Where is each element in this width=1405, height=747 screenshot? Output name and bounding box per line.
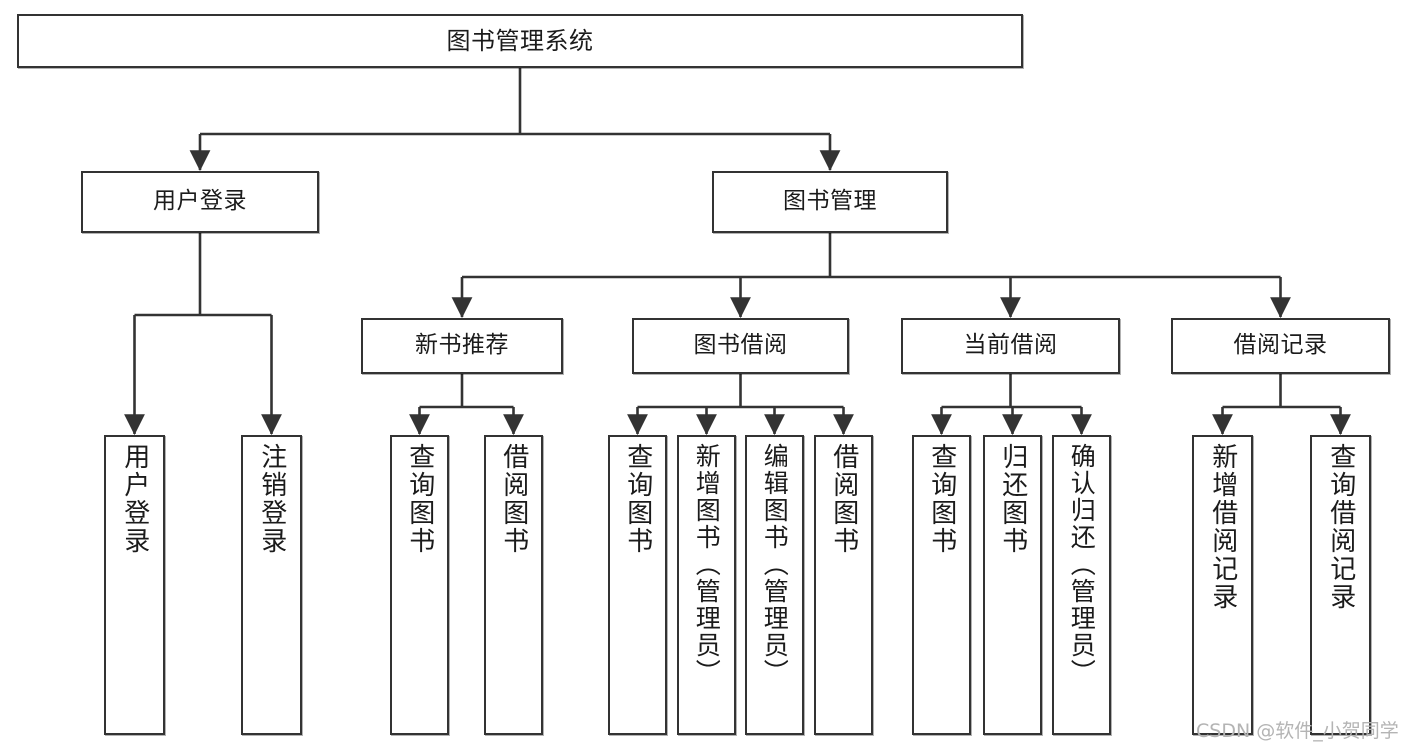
- node-label: 注销登录: [256, 443, 287, 555]
- node-leaf-add-borrow-record[interactable]: 新增借阅记录: [1192, 435, 1253, 735]
- node-label: 借阅记录: [1233, 332, 1328, 359]
- node-current-borrow[interactable]: 当前借阅: [901, 318, 1120, 374]
- node-label: 归还图书: [997, 443, 1028, 555]
- node-leaf-query-book-1[interactable]: 查询图书: [390, 435, 449, 735]
- node-leaf-query-book-3[interactable]: 查询图书: [912, 435, 971, 735]
- node-label: 新增图书（管理员）: [692, 443, 722, 686]
- node-label: 查询图书: [404, 443, 435, 555]
- node-label: 用户登录: [153, 188, 247, 215]
- node-borrow-record[interactable]: 借阅记录: [1171, 318, 1390, 374]
- node-leaf-confirm-return[interactable]: 确认归还（管理员）: [1052, 435, 1111, 735]
- node-leaf-add-book[interactable]: 新增图书（管理员）: [677, 435, 736, 735]
- node-label: 查询图书: [622, 443, 653, 555]
- node-label: 图书管理系统: [446, 26, 594, 55]
- node-leaf-borrow-book-2[interactable]: 借阅图书: [814, 435, 873, 735]
- node-label: 编辑图书（管理员）: [760, 443, 790, 686]
- node-book-manage[interactable]: 图书管理: [712, 171, 948, 233]
- node-leaf-logout[interactable]: 注销登录: [241, 435, 302, 735]
- node-book-borrow[interactable]: 图书借阅: [632, 318, 849, 374]
- node-label: 新增借阅记录: [1207, 443, 1238, 611]
- node-leaf-user-login[interactable]: 用户登录: [104, 435, 165, 735]
- node-label: 图书管理: [783, 188, 877, 215]
- node-label: 图书借阅: [693, 332, 788, 359]
- node-new-book-recommend[interactable]: 新书推荐: [361, 318, 563, 374]
- node-root-book-management-system[interactable]: 图书管理系统: [17, 14, 1023, 68]
- node-leaf-borrow-book-1[interactable]: 借阅图书: [484, 435, 543, 735]
- node-leaf-query-book-2[interactable]: 查询图书: [608, 435, 667, 735]
- csdn-watermark: CSDN @软件_小贺同学: [1196, 720, 1399, 742]
- node-user-login[interactable]: 用户登录: [81, 171, 319, 233]
- node-label: 确认归还（管理员）: [1067, 443, 1097, 686]
- node-label: 当前借阅: [963, 332, 1058, 359]
- node-label: 查询借阅记录: [1325, 443, 1356, 611]
- node-label: 借阅图书: [498, 443, 529, 555]
- node-label: 新书推荐: [415, 332, 509, 359]
- node-leaf-edit-book[interactable]: 编辑图书（管理员）: [745, 435, 804, 735]
- node-leaf-query-borrow-record[interactable]: 查询借阅记录: [1310, 435, 1371, 735]
- node-leaf-return-book[interactable]: 归还图书: [983, 435, 1042, 735]
- node-label: 借阅图书: [828, 443, 859, 555]
- node-label: 查询图书: [926, 443, 957, 555]
- node-label: 用户登录: [119, 443, 150, 555]
